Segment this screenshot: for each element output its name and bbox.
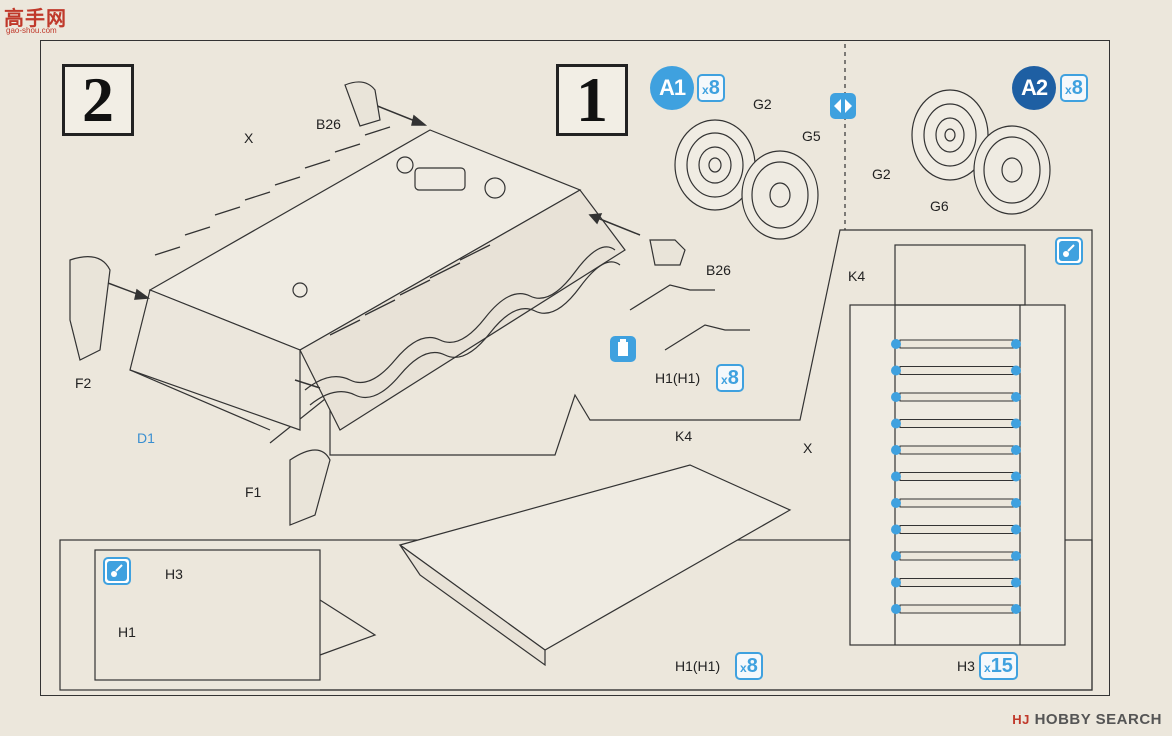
h3-part-marker <box>1011 551 1021 561</box>
subassembly-boundary <box>269 229 1093 691</box>
roadwheel-row <box>899 551 1016 561</box>
h3-part-marker <box>1011 498 1021 508</box>
hobby-search-watermark: HJ HOBBY SEARCH <box>1012 711 1162 728</box>
h3-part-marker <box>1011 604 1021 614</box>
label-b26-top: B26 <box>316 116 341 132</box>
label-x-mid: X <box>803 440 813 456</box>
part-f2 <box>69 256 111 361</box>
label-h1-inset: H1 <box>118 624 136 640</box>
label-b26-mid: B26 <box>706 262 731 278</box>
part-h1-arm-b <box>664 324 750 351</box>
part-b26-top <box>344 81 381 127</box>
wheel-g2-a2 <box>911 89 989 181</box>
h3-part-marker <box>1011 365 1021 376</box>
detail-inset-frame <box>94 549 321 681</box>
h3-right-multiplier: x15 <box>979 652 1018 680</box>
wheel-g5 <box>741 150 819 240</box>
hull-body <box>129 129 626 431</box>
label-x-top: X <box>244 130 254 146</box>
roadwheel-row <box>899 419 1016 428</box>
h3-part-marker <box>891 551 901 561</box>
variant-a1-multiplier: x8 <box>697 74 725 102</box>
detail-callout <box>319 599 377 656</box>
h3-part-marker <box>891 339 901 349</box>
roadwheel-row <box>899 604 1016 614</box>
roadwheel-row <box>899 578 1016 587</box>
h3-part-marker <box>891 392 901 402</box>
h3-part-marker <box>891 365 901 376</box>
roadwheel-row <box>899 472 1016 481</box>
h3-part-marker <box>891 498 901 508</box>
h3-part-marker <box>1011 577 1021 588</box>
swap-arrows-icon <box>830 93 856 119</box>
h3-part-marker <box>891 471 901 482</box>
h1h1-top-multiplier: x8 <box>716 364 744 392</box>
label-d1: D1 <box>137 430 155 446</box>
part-b26-mid <box>649 239 686 266</box>
roadwheel-rows <box>891 339 1021 614</box>
variant-a1-badge: A1 <box>650 66 694 110</box>
h3-part-marker <box>891 604 901 614</box>
part-f1 <box>289 449 331 526</box>
roadwheel-row <box>899 366 1016 375</box>
step-number-2: 2 <box>62 64 134 136</box>
cement-icon <box>610 336 636 362</box>
variant-a2-badge: A2 <box>1012 66 1056 110</box>
variant-a2-multiplier: x8 <box>1060 74 1088 102</box>
h3-part-marker <box>1011 418 1021 429</box>
roadwheel-row <box>899 498 1016 508</box>
h3-part-marker <box>891 418 901 429</box>
roadwheel-row <box>899 525 1016 534</box>
label-f2: F2 <box>75 375 92 391</box>
h3-part-marker <box>1011 339 1021 349</box>
roadwheel-row <box>899 445 1016 455</box>
label-k4-right: K4 <box>848 268 866 284</box>
label-g2-a2: G2 <box>872 166 891 182</box>
label-g6: G6 <box>930 198 949 214</box>
label-f1: F1 <box>245 484 262 500</box>
h3-part-marker <box>1011 471 1021 482</box>
h3-part-marker <box>891 445 901 455</box>
label-g2-a1: G2 <box>753 96 772 112</box>
roadwheel-row <box>899 392 1016 402</box>
glue-icon <box>1055 237 1083 265</box>
h3-part-marker <box>891 577 901 588</box>
label-h1h1-top: H1(H1) <box>655 370 701 386</box>
label-h1h1-bottom: H1(H1) <box>675 658 721 674</box>
h3-part-marker <box>1011 445 1021 455</box>
roadwheel-row <box>899 339 1016 349</box>
h3-part-marker <box>1011 524 1021 535</box>
instruction-frame <box>40 40 1110 696</box>
part-h1-arm-a <box>629 284 715 311</box>
hull-bottom-view <box>398 464 792 667</box>
label-g5: G5 <box>802 128 821 144</box>
torsion-arms-top <box>154 126 491 336</box>
wheel-g6 <box>973 125 1051 215</box>
label-h3-right: H3 <box>957 658 975 674</box>
site-logo-url: gao-shou.com <box>6 26 57 35</box>
h1h1-bottom-multiplier: x8 <box>735 652 763 680</box>
glue-icon <box>103 557 131 585</box>
site-logo: 高手网 <box>4 8 67 30</box>
step-number-1: 1 <box>556 64 628 136</box>
h3-part-marker <box>1011 392 1021 402</box>
label-h3-inset: H3 <box>165 566 183 582</box>
h3-part-marker <box>891 524 901 535</box>
label-k4-bottom: K4 <box>675 428 693 444</box>
